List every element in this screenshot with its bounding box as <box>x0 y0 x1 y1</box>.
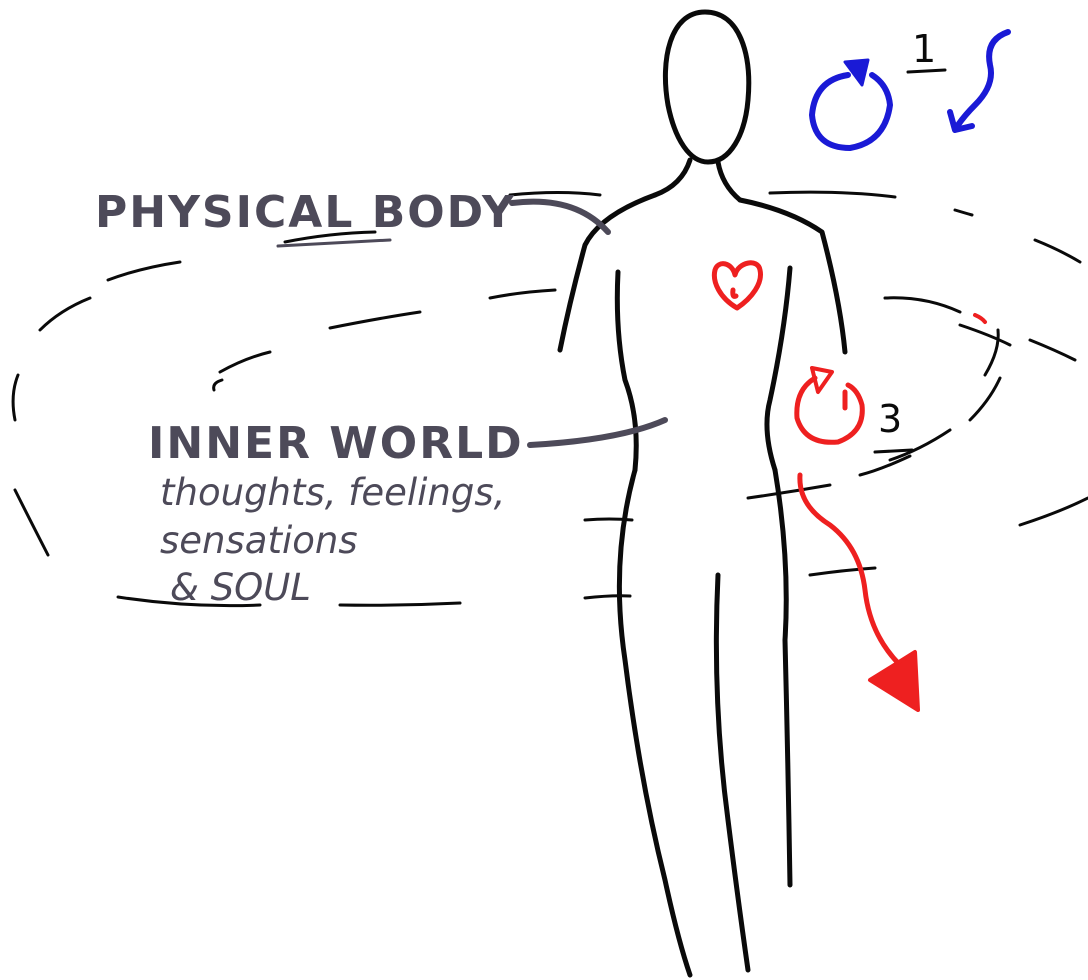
left-leg-inner <box>716 575 748 970</box>
inner-world-label: INNER WORLD <box>148 418 524 469</box>
neck-left <box>655 160 690 195</box>
red-mark <box>975 315 985 322</box>
torso-right <box>767 268 790 470</box>
blue-cycle-icon <box>812 60 890 148</box>
inner-world-description-line3: & SOUL <box>170 566 311 609</box>
inner-world-description-line1: thoughts, feelings, <box>160 471 505 514</box>
marker-one-underline <box>908 70 945 72</box>
physical-body-label: PHYSICAL BODY <box>95 187 516 238</box>
red-cycle-icon <box>797 368 862 442</box>
left-leg-outer <box>619 470 690 975</box>
neck-right <box>718 162 740 200</box>
blue-down-arrow-icon <box>950 32 1008 130</box>
inner-world-description-line2: sensations <box>160 519 358 562</box>
marker-one-label: 1 <box>912 27 936 71</box>
marker-three-label: 3 <box>878 397 902 441</box>
physical-body-pointer <box>512 202 608 232</box>
inner-world-pointer <box>530 420 665 445</box>
left-shoulder-arm <box>560 195 655 350</box>
head-outline <box>665 12 748 162</box>
red-down-arrow-icon <box>800 475 918 710</box>
torso-left <box>617 272 636 470</box>
heart-icon <box>714 263 760 308</box>
right-leg-outer <box>775 470 790 885</box>
marker-three-underline <box>875 450 912 452</box>
right-shoulder-arm <box>740 200 845 352</box>
